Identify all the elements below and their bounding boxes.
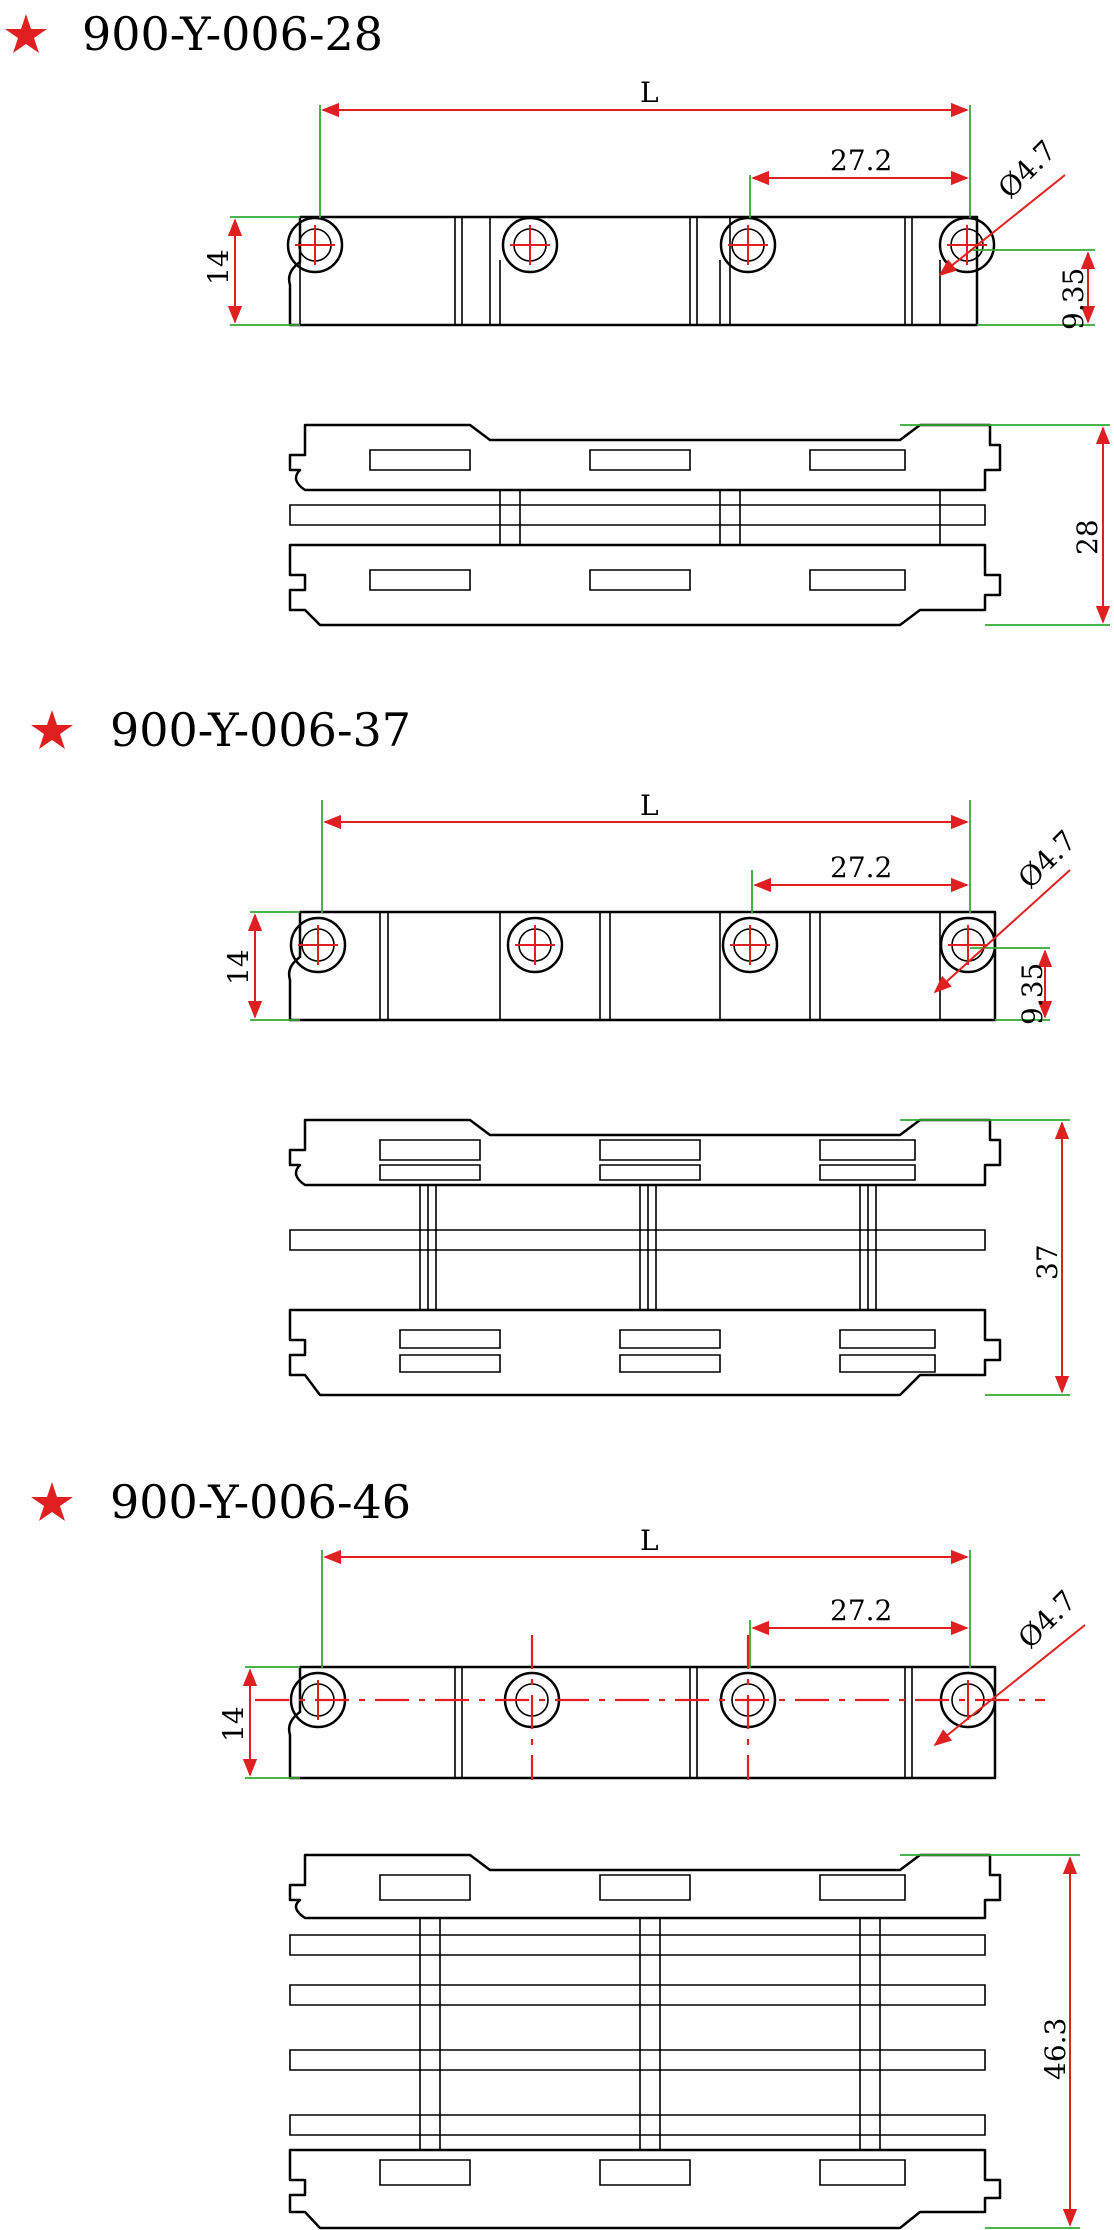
- dim-length: L: [640, 1524, 659, 1557]
- dim-pitch: 27.2: [830, 144, 892, 177]
- dim-length: L: [640, 76, 659, 109]
- side-view: [255, 1635, 1045, 1780]
- dim-height: 14: [202, 249, 235, 285]
- dim-length: L: [640, 789, 659, 822]
- dim-pitch: 27.2: [830, 1594, 892, 1627]
- dim-hole: Ø4.7: [1012, 824, 1083, 895]
- dim-offset: 9.35: [1057, 268, 1090, 330]
- top-view: [288, 1853, 1002, 2230]
- dim-pitch: 27.2: [830, 851, 892, 884]
- dim-hole: Ø4.7: [1012, 1584, 1083, 1655]
- dim-height: 14: [217, 1706, 250, 1742]
- section-900-y-006-28: 900-Y-006-28 L 27.2 Ø4.7 14 9.35: [5, 7, 1111, 627]
- top-view: [288, 423, 1002, 627]
- dim-width: 46.3: [1039, 2018, 1072, 2080]
- star-icon: [31, 710, 73, 749]
- dim-hole: Ø4.7: [992, 134, 1063, 205]
- dim-offset: 9.35: [1016, 963, 1049, 1025]
- star-icon: [5, 14, 47, 53]
- dim-width: 37: [1031, 1244, 1064, 1280]
- dim-width: 28: [1071, 519, 1104, 555]
- dim-height: 14: [222, 949, 255, 985]
- section-title: 900-Y-006-28: [82, 7, 383, 61]
- star-icon: [31, 1482, 73, 1521]
- top-view: [288, 1118, 1002, 1397]
- section-title: 900-Y-006-46: [110, 1475, 411, 1529]
- side-view: [287, 910, 997, 1022]
- section-900-y-006-46: 900-Y-006-46 L 27.2 Ø4.7 14: [31, 1475, 1086, 2230]
- side-view: [286, 215, 996, 327]
- section-900-y-006-37: 900-Y-006-37 L 27.2 Ø4.7 14 9.35: [31, 703, 1083, 1397]
- section-title: 900-Y-006-37: [110, 703, 411, 757]
